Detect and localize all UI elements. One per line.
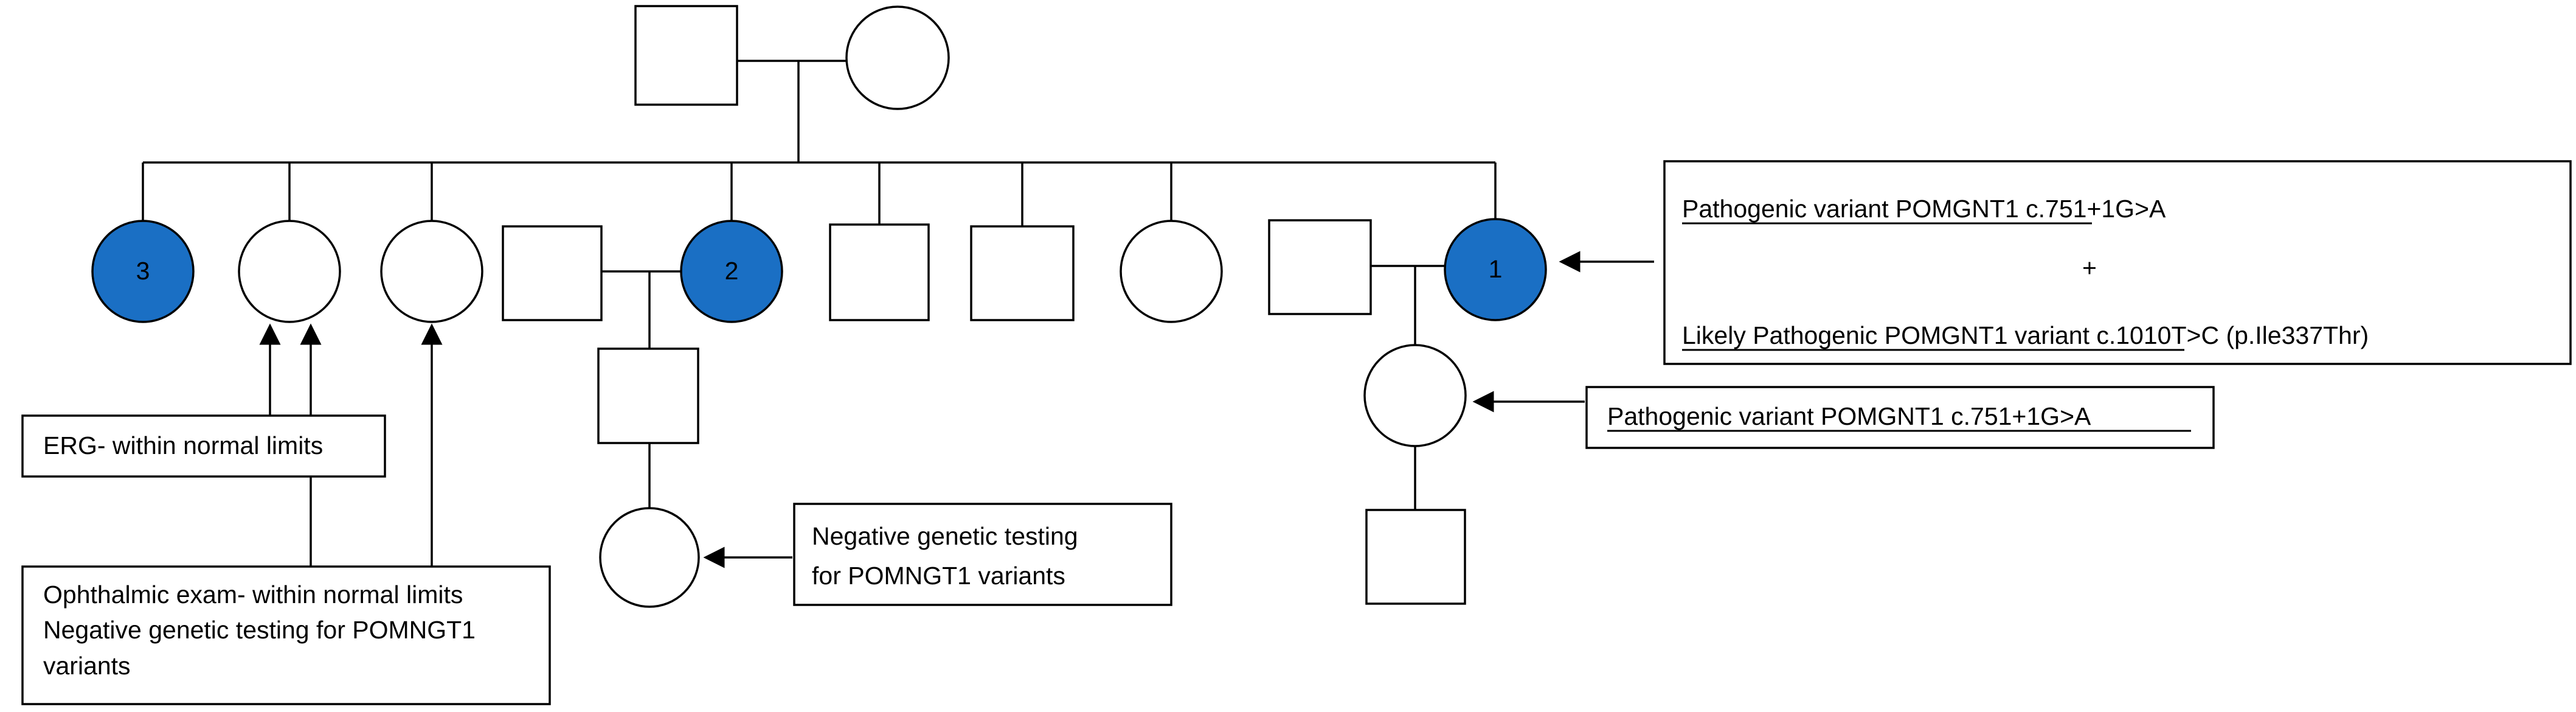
daughter-of-1-female bbox=[1363, 344, 1467, 447]
sibling-female-c bbox=[1120, 220, 1223, 323]
proband-variant-line2-plain: c.1010T>C (p.Ile337Thr) bbox=[2096, 321, 2369, 349]
proband-variant-line1: Pathogenic variant POMGNT1 c.751+1G>A bbox=[1682, 195, 2166, 223]
spouse-of-1-male bbox=[1268, 219, 1372, 315]
daughter-variant-box bbox=[1585, 386, 2215, 449]
spouse-of-2-male bbox=[502, 225, 603, 321]
sibling-male-b bbox=[970, 225, 1075, 321]
ophthalmic-result-line3: variants bbox=[43, 652, 131, 680]
ophthalmic-result-line2: Negative genetic testing for POMNGT1 bbox=[43, 616, 476, 644]
ophthalmic-result-line1: Ophthalmic exam- within normal limits bbox=[43, 581, 463, 609]
sibling-male-a bbox=[829, 223, 930, 321]
sibling-female-b bbox=[380, 220, 483, 323]
sibling-female-a bbox=[238, 220, 341, 323]
sibling-2-number: 2 bbox=[725, 257, 739, 285]
proband-variant-line1-underlined: Pathogenic variant POMGNT1 bbox=[1682, 195, 2026, 223]
proband-variant-line1-plain: c.751+1G>A bbox=[2026, 195, 2166, 223]
sibling-2-affected-female bbox=[680, 220, 783, 323]
proband-variant-plus: + bbox=[2082, 254, 2097, 282]
proband-1-affected-female bbox=[1444, 218, 1547, 321]
grandmother-female bbox=[845, 5, 950, 110]
proband-variant-line2-underlined: Likely Pathogenic POMGNT1 variant bbox=[1682, 321, 2096, 349]
sibling-3-number: 3 bbox=[136, 257, 150, 285]
erg-result-text: ERG- within normal limits bbox=[43, 431, 323, 459]
proband-variant-line2: Likely Pathogenic POMGNT1 variant c.1010… bbox=[1682, 321, 2369, 349]
grandchild-of-2-female bbox=[599, 507, 700, 608]
grandchild-result-line1: Negative genetic testing bbox=[812, 522, 1078, 550]
grandchild-of-1-male bbox=[1365, 509, 1466, 605]
sibling-3-affected-female bbox=[91, 220, 195, 323]
ophthalmic-result-box bbox=[21, 565, 551, 705]
erg-result-box bbox=[21, 414, 386, 478]
daughter-variant-text: Pathogenic variant POMGNT1 c.751+1G>A bbox=[1607, 402, 2091, 430]
child-of-2-male bbox=[597, 347, 699, 444]
proband-1-number: 1 bbox=[1489, 255, 1503, 283]
grandchild-result-box bbox=[793, 503, 1172, 606]
grandfather-male bbox=[634, 5, 738, 106]
grandchild-result-line2: for POMNGT1 variants bbox=[812, 562, 1065, 590]
proband-variant-box bbox=[1663, 160, 2572, 365]
